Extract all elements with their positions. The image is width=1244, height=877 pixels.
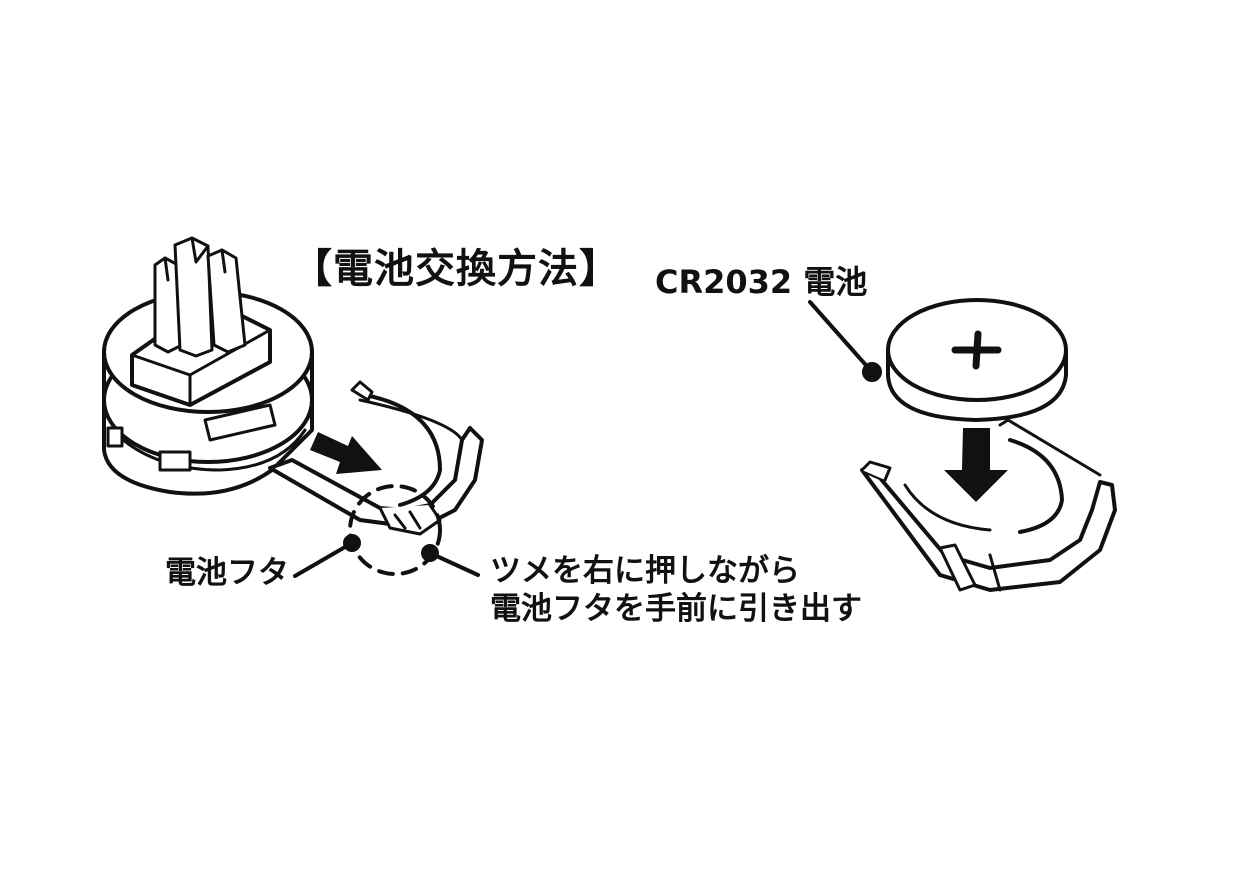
battery-type-label: CR2032 電池 [655,263,868,301]
battery-cover-tray-illustration [860,418,1117,592]
coin-battery-illustration [886,298,1068,422]
insert-down-arrow-icon [944,428,1008,502]
plus-sign-icon [951,330,1002,370]
claw-highlight-circle [348,484,442,576]
slide-arrow-icon [310,432,382,474]
leader-lines [293,300,882,578]
instruction-line-1: ツメを右に押しながら [490,553,800,589]
instruction-text: ツメを右に押しながら 電池フタを手前に引き出す [490,552,862,628]
page-title: 【電池交換方法】 [292,246,620,292]
instruction-line-2: 電池フタを手前に引き出す [490,591,862,627]
vent-clip-unit-illustration [102,236,314,496]
battery-cover-label: 電池フタ [165,555,289,591]
